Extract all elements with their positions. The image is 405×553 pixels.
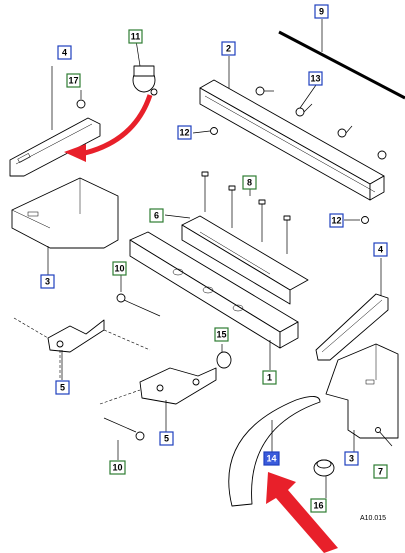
callout-4-right: 4 xyxy=(373,242,388,257)
callout-3-left-label: 3 xyxy=(45,277,50,287)
callout-3-left: 3 xyxy=(40,274,55,289)
red-pointer-arrow xyxy=(266,472,338,553)
callout-5-right: 5 xyxy=(159,431,174,446)
rear-bracket-right xyxy=(315,258,389,361)
callout-13: 13 xyxy=(308,71,323,86)
callout-1: 1 xyxy=(262,370,277,385)
sill-strip xyxy=(278,30,405,100)
red-curved-arrow xyxy=(64,94,153,162)
bushing xyxy=(216,344,232,369)
callout-10-upper-label: 10 xyxy=(114,264,124,274)
callout-1-label: 1 xyxy=(267,373,272,383)
callout-5-left: 5 xyxy=(55,380,70,395)
leader-lines xyxy=(120,19,360,452)
rivet xyxy=(375,427,393,447)
callout-3-right: 3 xyxy=(344,451,359,466)
callout-7: 7 xyxy=(373,464,388,479)
callout-10-upper: 10 xyxy=(112,261,127,276)
callout-16-label: 16 xyxy=(313,501,323,511)
screw-right xyxy=(361,216,369,224)
callout-4-upper-label: 4 xyxy=(62,48,67,58)
callout-8: 8 xyxy=(242,175,257,190)
step-bracket-left xyxy=(11,177,119,275)
rear-bracket-upper xyxy=(9,66,101,177)
callout-16: 16 xyxy=(310,498,327,513)
clip-set xyxy=(255,86,387,160)
callout-2: 2 xyxy=(221,41,236,56)
callout-14: 14 xyxy=(263,451,280,466)
callout-3-right-label: 3 xyxy=(349,454,354,464)
callout-12-lower-label: 12 xyxy=(331,216,341,226)
callout-6: 6 xyxy=(149,208,164,223)
wheel-arch-liner xyxy=(228,396,321,507)
callout-11-label: 11 xyxy=(131,32,141,42)
long-bolt-lower xyxy=(103,417,145,460)
callout-17: 17 xyxy=(66,73,81,88)
callout-12-upper-label: 12 xyxy=(179,128,189,138)
callout-12-upper: 12 xyxy=(177,125,192,140)
callout-2-label: 2 xyxy=(226,44,231,54)
main-member xyxy=(129,231,299,370)
callout-12-lower: 12 xyxy=(329,213,344,228)
callout-15: 15 xyxy=(214,327,229,342)
callout-5-left-label: 5 xyxy=(60,383,65,393)
callout-4-upper: 4 xyxy=(57,45,72,60)
crossmember xyxy=(181,215,309,305)
callout-9: 9 xyxy=(314,4,329,19)
push-clip xyxy=(132,65,158,96)
callout-4-right-label: 4 xyxy=(378,245,383,255)
callout-10-lower: 10 xyxy=(109,460,126,475)
callout-8-label: 8 xyxy=(247,178,252,188)
callout-6-label: 6 xyxy=(154,211,159,221)
bolt-set xyxy=(201,171,291,254)
callout-15-label: 15 xyxy=(216,330,226,340)
step-bracket-right xyxy=(325,343,399,452)
callout-5-right-label: 5 xyxy=(164,434,169,444)
callout-10-lower-label: 10 xyxy=(112,463,122,473)
fastener xyxy=(76,90,86,109)
callout-13-label: 13 xyxy=(310,74,320,84)
hinge-bracket-left xyxy=(13,317,151,380)
callout-17-label: 17 xyxy=(68,76,78,86)
reference-code: A10.015 xyxy=(360,515,386,522)
bump-stop xyxy=(313,459,335,498)
callout-7-label: 7 xyxy=(378,467,383,477)
callout-9-label: 9 xyxy=(319,7,324,17)
screw-left xyxy=(210,127,218,135)
hinge-bracket-right xyxy=(99,367,217,432)
callout-14-label: 14 xyxy=(266,454,276,464)
upper-rail xyxy=(199,79,385,201)
long-bolt-upper xyxy=(116,293,161,317)
callout-11: 11 xyxy=(128,29,143,44)
